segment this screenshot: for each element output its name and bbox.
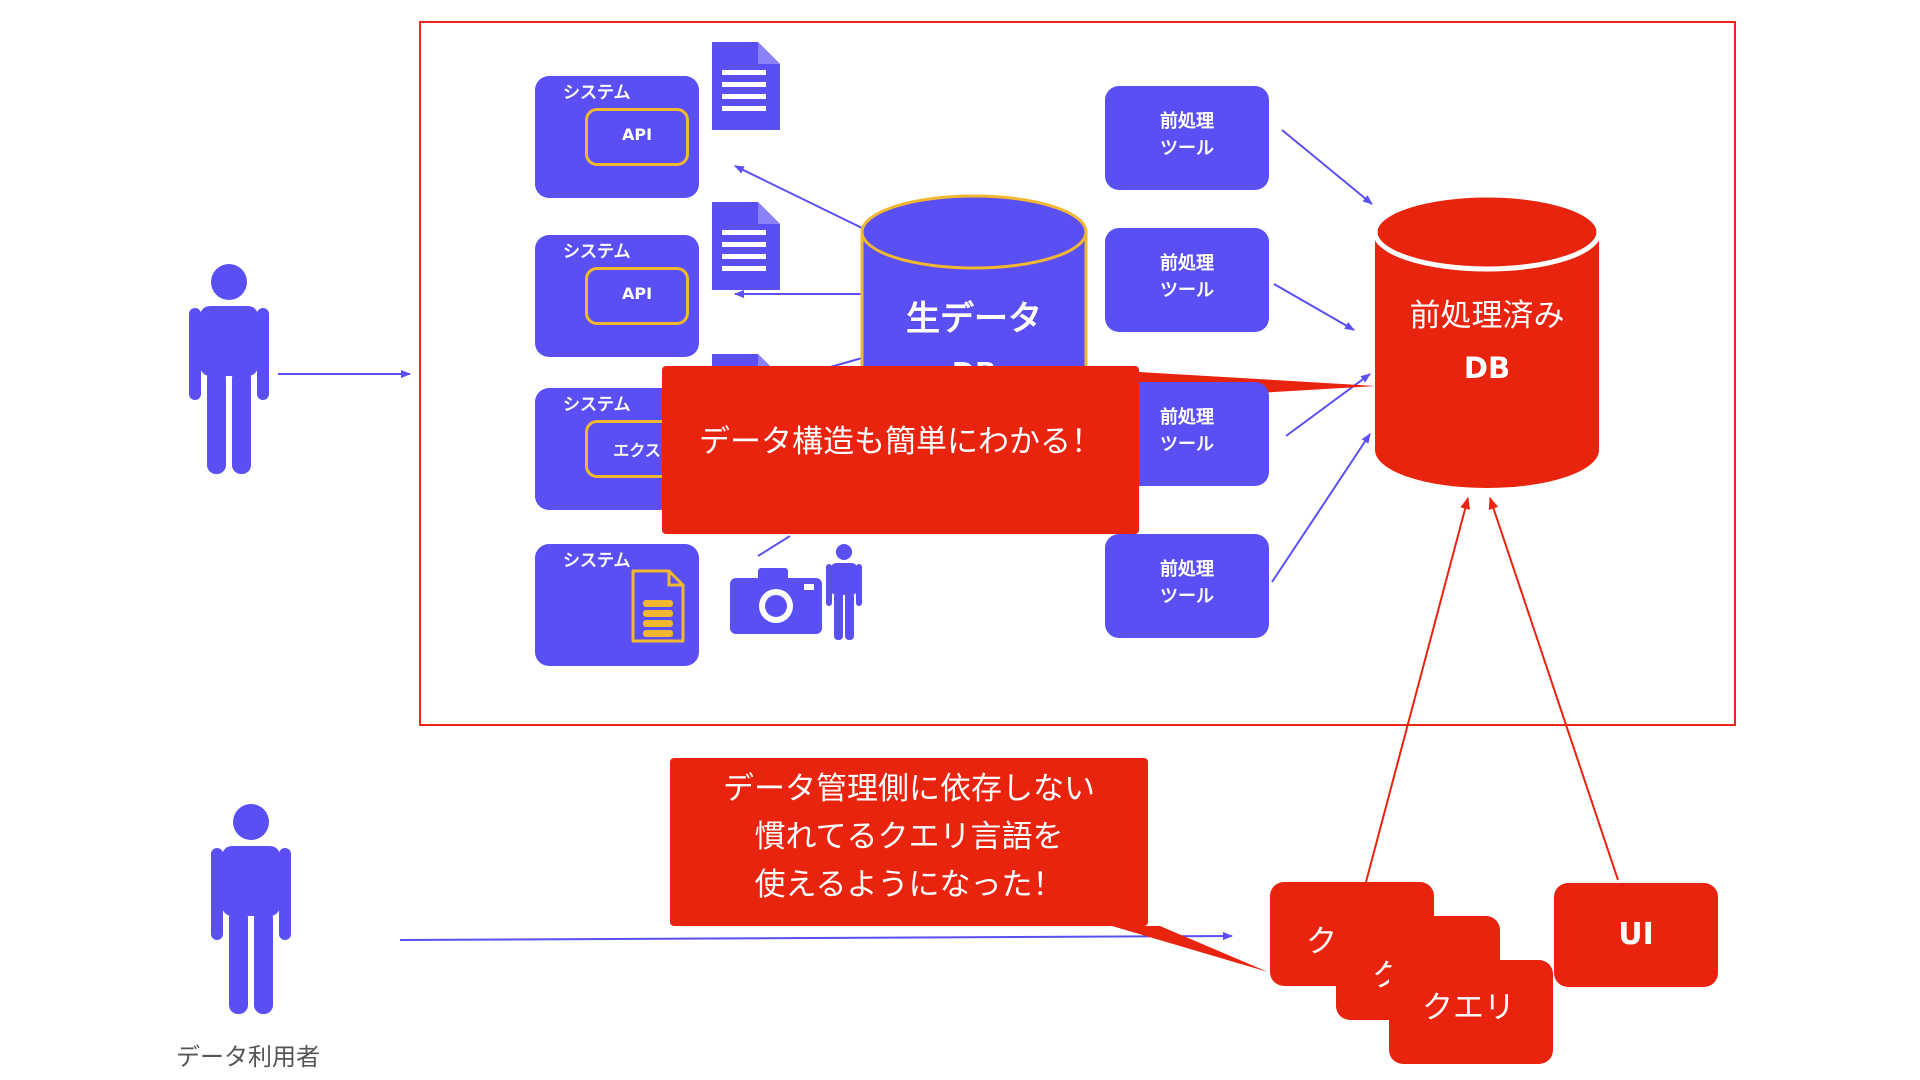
system-label: システム xyxy=(563,242,631,262)
preprocess-tool-2: 前処理 ツール xyxy=(1105,228,1269,332)
arrow-user-to-query xyxy=(399,932,1233,941)
api-frame: API xyxy=(585,108,689,166)
tool-label-line1: 前処理 xyxy=(1160,407,1214,428)
tool-label-line2: ツール xyxy=(1160,280,1214,301)
callout-query-tail xyxy=(1112,926,1268,972)
api-label: API xyxy=(621,284,653,303)
callout-query-line3: 使えるようになった！ xyxy=(754,867,1064,903)
tool-label-line1: 前処理 xyxy=(1160,111,1214,132)
preprocess-tool-1: 前処理 ツール xyxy=(1105,86,1269,190)
raw-data-db-cylinder: 生データ DB xyxy=(860,194,1088,392)
person-icon xyxy=(189,264,269,474)
ui-card: UI xyxy=(1554,883,1718,987)
camera-icon xyxy=(730,568,822,634)
system-box-2: システム API xyxy=(535,235,699,357)
callout-structure-text: データ構造も簡単にわかる！ xyxy=(699,424,1102,460)
tool-label-line2: ツール xyxy=(1160,434,1214,455)
callout-structure: データ構造も簡単にわかる！ xyxy=(662,366,1139,534)
arrow-tool-3-to-db xyxy=(1285,373,1371,437)
tool-label-line1: 前処理 xyxy=(1160,253,1214,274)
arrow-tool-1-to-db xyxy=(1281,129,1373,205)
ui-card-label: UI xyxy=(1618,917,1654,952)
callout-query: データ管理側に依存しない 慣れてるクエリ言語を 使えるようになった！ xyxy=(670,758,1148,926)
data-user-caption: データ利用者 xyxy=(176,1043,320,1071)
system-box-1: システム API xyxy=(535,76,699,198)
query-card-3: クエリ xyxy=(1389,960,1553,1064)
tool-label-line1: 前処理 xyxy=(1160,559,1214,580)
person-icon xyxy=(211,804,291,1014)
person-icon xyxy=(826,544,862,640)
processed-db-cylinder: 前処理済み DB xyxy=(1372,192,1602,488)
arrow-tool-2-to-db xyxy=(1273,283,1355,331)
export-label: エクス xyxy=(613,441,661,460)
file-icon xyxy=(631,569,685,643)
system-label: システム xyxy=(563,551,631,571)
raw-db-label-line1: 生データ xyxy=(906,299,1042,339)
callout-query-line1: データ管理側に依存しない xyxy=(723,771,1095,807)
arrow-query-to-db xyxy=(1365,497,1471,883)
callout-query-line2: 慣れてるクエリ言語を xyxy=(754,819,1064,855)
document-icon xyxy=(712,202,780,290)
api-frame: API xyxy=(585,267,689,325)
arrow-rawdb-to-doc-1 xyxy=(734,165,863,229)
tool-label-line2: ツール xyxy=(1160,586,1214,607)
processed-db-label-line2: DB xyxy=(1464,351,1510,385)
api-label: API xyxy=(621,125,653,144)
processed-db-label-line1: 前処理済み xyxy=(1410,298,1565,334)
system-label: システム xyxy=(563,395,631,415)
arrow-tool-4-to-db xyxy=(1271,433,1371,583)
data-platform-boundary xyxy=(419,21,1736,726)
tool-label-line2: ツール xyxy=(1160,138,1214,159)
arrow-camera-to-rawdb xyxy=(757,535,791,557)
document-icon xyxy=(712,42,780,130)
arrow-ui-to-db xyxy=(1488,497,1619,881)
system-box-4: システム xyxy=(535,544,699,666)
query-card-label: クエリ xyxy=(1422,990,1515,1026)
preprocess-tool-4: 前処理 ツール xyxy=(1105,534,1269,638)
system-label: システム xyxy=(563,83,631,103)
